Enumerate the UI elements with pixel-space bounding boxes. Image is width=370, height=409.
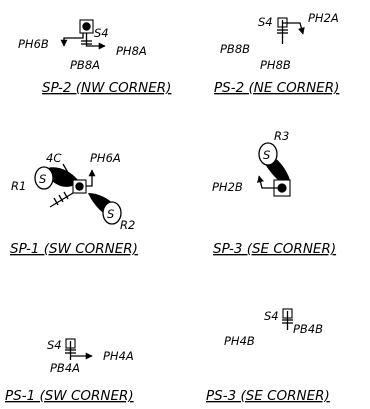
panel-ps2: S4 PH2A PB8B PH8B PS-2 (NE CORNER) [214,11,339,96]
sp2-pb8a-label: PB8A [70,58,100,72]
panel-sp3: S R3 PH2B SP-3 (SE CORNER) [212,129,336,257]
ps3-caption: PS-3 (SE CORNER) [206,388,330,404]
ps2-ph2a-arrow [282,22,305,35]
sp2-ph6b-arrow [60,33,84,47]
ps3-ph4b-label: PH4B [224,334,255,348]
sp1-hatch-3 [63,191,69,200]
sp1-s-top-label: S [39,172,46,186]
sp2-ph8a-arrow [85,33,106,50]
sp3-s-label: S [263,148,270,162]
panel-sp2: S4 PH6B PH8A PB8A SP-2 (NW CORNER) [18,19,171,96]
sp1-4c-leader [62,163,71,177]
ps1-s4-label: S4 [47,338,62,352]
sp2-caption: SP-2 (NW CORNER) [42,80,171,96]
sp2-column-dot [82,22,91,31]
sp1-s-bottom-label: S [107,207,114,221]
sp2-ph8a-label: PH8A [116,44,147,58]
sp1-r1-bag [44,167,78,187]
panel-ps1: S4 PH4A PB4A PS-1 (SW CORNER) [5,338,134,404]
sp1-ph6a-arrow [86,169,96,187]
ps2-s4-label: S4 [258,15,273,29]
sp1-ph6a-label: PH6A [90,151,121,165]
sp1-r2-label: R2 [120,218,135,232]
sp1-hatch-2 [58,194,64,203]
sp2-ph6b-label: PH6B [18,37,49,51]
ps3-s4-label: S4 [264,309,279,323]
sp1-4c-label: 4C [46,151,61,165]
sp1-hatch-1 [53,197,59,206]
ps1-ph4a-label: PH4A [103,349,134,363]
ps2-ph2a-label: PH2A [308,11,339,25]
sp1-caption: SP-1 (SW CORNER) [10,241,138,257]
sp3-column-dot [277,183,287,193]
sp3-r3-label: R3 [274,129,289,143]
sp3-ph2b-arrow [257,175,278,189]
sp1-r1-loop [34,166,54,190]
sp2-s4-label: S4 [94,26,109,40]
ps2-ph8b-label: PH8B [260,58,291,72]
sp1-r2-loop [102,201,122,225]
sp3-caption: SP-3 (SE CORNER) [213,241,336,257]
ps2-pb8b-label: PB8B [220,42,250,56]
sp3-ph2b-label: PH2B [212,180,243,194]
ps2-caption: PS-2 (NE CORNER) [214,80,339,96]
panel-sp1: S S 4C PH6A R1 R2 SP-1 (SW CORNER) [10,151,138,257]
sp3-r3-loop [258,142,278,166]
ps1-pb4a-label: PB4A [50,361,80,375]
ps3-pb4b-label: PB4B [293,322,323,336]
ps1-caption: PS-1 (SW CORNER) [5,388,134,404]
sp1-r1-label: R1 [11,179,26,193]
panel-ps3: S4 PH4B PB4B PS-3 (SE CORNER) [206,308,330,404]
sp1-column-dot [75,182,84,191]
